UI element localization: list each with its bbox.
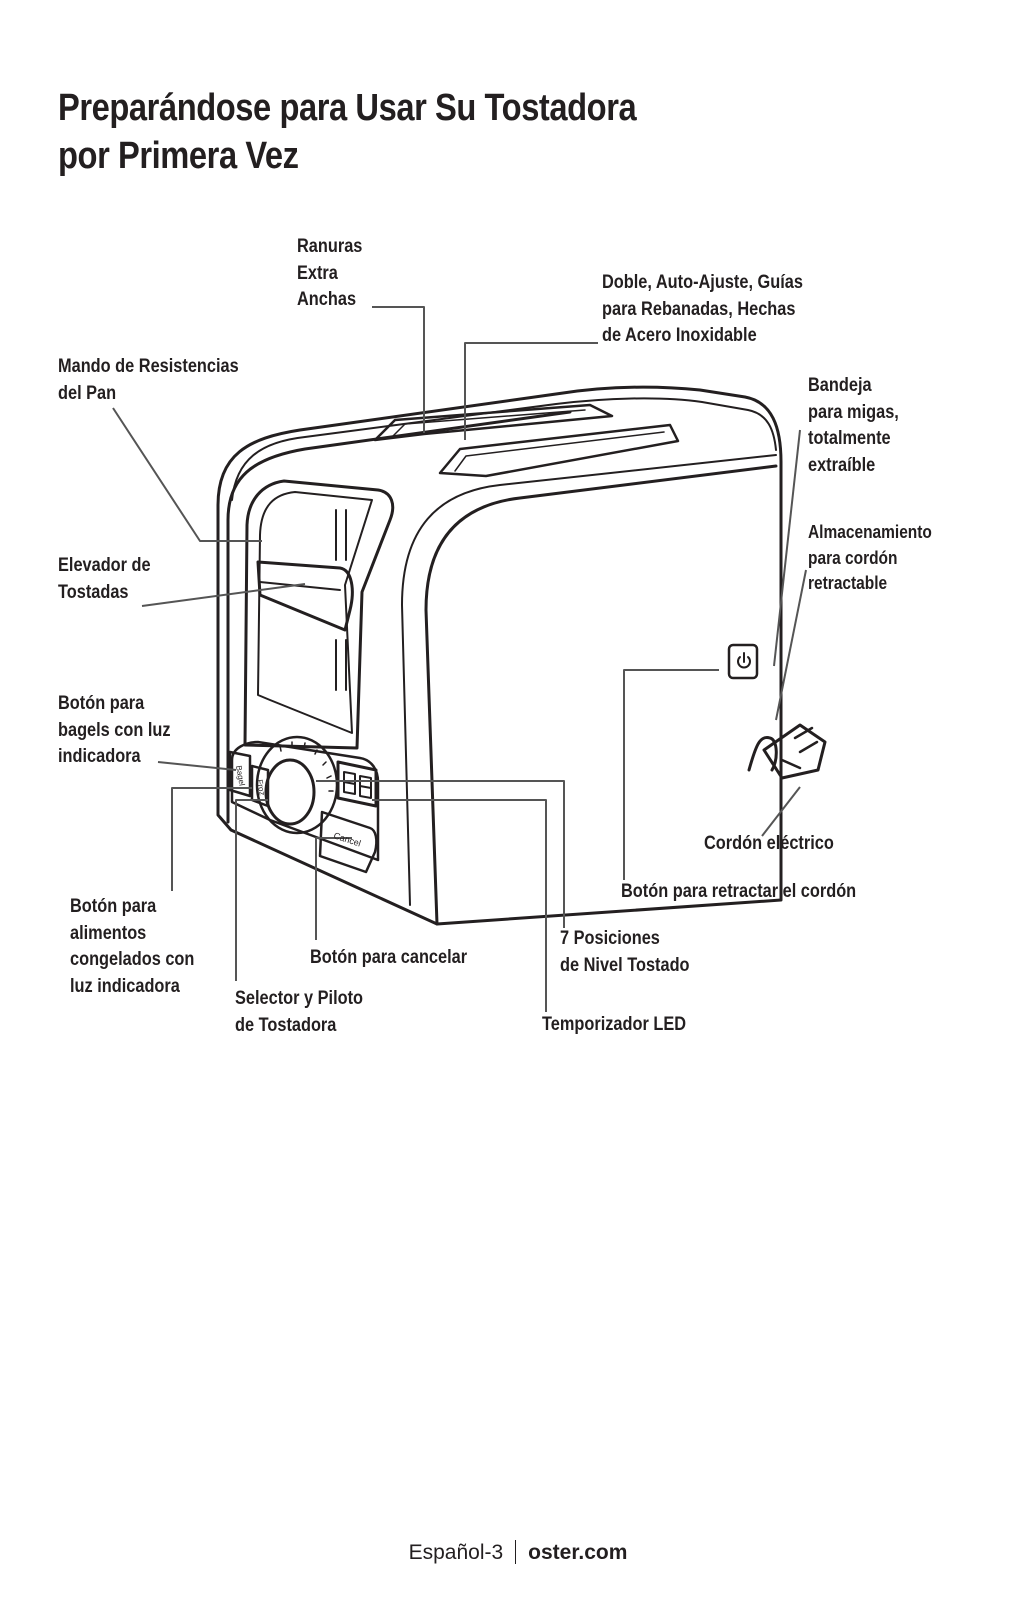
leader-bagels [157, 761, 237, 771]
toaster-top-rim [231, 397, 777, 501]
label-line: para cordón [808, 547, 898, 568]
page-number: Español-3 [408, 1541, 504, 1564]
label-congelados: Botón para alimentos congelados con luz … [70, 894, 194, 1000]
leader-temporizador [372, 799, 547, 1012]
label-cancelar: Botón para cancelar [310, 945, 467, 972]
window-frame [243, 479, 395, 750]
toaster-body-outline [216, 385, 783, 926]
label-line: Almacenamiento [808, 522, 932, 542]
leader-elevador [141, 583, 306, 607]
bread-slot-2 [438, 423, 680, 478]
label-line: Botón para retractar el cordón [621, 881, 857, 902]
label-elevador: Elevador de Tostadas [58, 553, 151, 606]
label-line: totalmente [808, 428, 891, 449]
leader-mando [112, 407, 262, 542]
led-timer-display [336, 760, 378, 808]
lever [256, 560, 354, 632]
label-line: Botón para cancelar [310, 947, 468, 968]
label-line: Anchas [297, 289, 357, 310]
label-line: Temporizador LED [542, 1014, 687, 1035]
window-inner [257, 491, 373, 734]
bread-slot-1-inner [392, 409, 586, 437]
leader-cancelar [315, 837, 352, 940]
leader-selector [235, 799, 268, 981]
label-guias: Doble, Auto-Ajuste, Guías para Rebanadas… [602, 270, 803, 350]
website-link[interactable]: oster.com [528, 1541, 628, 1564]
side-panel-inner-edge [401, 454, 777, 906]
cord-retract-button [727, 643, 759, 680]
label-line: de Acero Inoxidable [602, 325, 757, 346]
label-line: Tostadas [58, 581, 129, 603]
label-line: extraíble [808, 454, 876, 476]
side-panel-edge [424, 464, 778, 926]
leader-congelados [171, 787, 252, 891]
label-line: Elevador de [58, 555, 151, 576]
label-posiciones: 7 Posiciones de Nivel Tostado [560, 926, 690, 979]
leader-ranuras [372, 306, 425, 433]
label-mando: Mando de Resistencias del Pan [58, 354, 239, 407]
label-bandeja: Bandeja para migas, totalmente extraíble [808, 373, 899, 479]
label-line: Extra [297, 262, 338, 284]
frozen-button-label: Froz [255, 779, 267, 796]
leader-cordon [761, 786, 801, 837]
power-plug [762, 723, 827, 780]
leader-almacenamiento [775, 569, 807, 721]
leader-guias [464, 342, 598, 440]
label-line: 7 Posiciones [560, 928, 660, 949]
bread-guide [335, 509, 347, 691]
bagel-button-label: Bagel [234, 765, 246, 787]
label-line: para migas, [808, 401, 899, 423]
label-line: luz indicadora [70, 975, 180, 997]
label-ranuras: Ranuras Extra Anchas [297, 234, 362, 314]
leader-bandeja [773, 429, 801, 667]
label-line: Doble, Auto-Ajuste, Guías [602, 272, 803, 293]
label-line: Botón para [70, 896, 157, 917]
label-selector: Selector y Piloto de Tostadora [235, 986, 363, 1039]
label-line: retractable [808, 573, 888, 593]
bagel-button [228, 750, 252, 798]
label-line: bagels con luz [58, 719, 171, 741]
label-line: Ranuras [297, 236, 363, 257]
led-segments [343, 771, 372, 799]
label-cordon: Cordón eléctrico [704, 831, 834, 858]
dial-ticks [279, 741, 334, 792]
label-retractar: Botón para retractar el cordón [621, 879, 856, 906]
label-line: Selector y Piloto [235, 988, 364, 1009]
page-title-line-1: Preparándose para Usar Su Tostadora [58, 87, 637, 129]
label-almacenamiento: Almacenamiento para cordón retractable [808, 520, 932, 597]
page-title-line-2: por Primera Vez [58, 135, 299, 177]
label-line: Mando de Resistencias [58, 356, 239, 377]
label-line: alimentos [70, 922, 147, 944]
page-footer: Español-3 oster.com [0, 1540, 1036, 1565]
footer-divider [515, 1540, 517, 1564]
label-line: de Tostadora [235, 1014, 337, 1036]
label-bagels: Botón para bagels con luz indicadora [58, 691, 171, 771]
leader-posiciones [316, 780, 565, 928]
label-line: de Nivel Tostado [560, 954, 690, 976]
leader-lines [112, 306, 807, 1012]
page-title: Preparándose para Usar Su Tostadora por … [58, 84, 637, 180]
label-line: Botón para [58, 693, 145, 714]
leader-retractar [623, 669, 719, 880]
selector-dial-knob [264, 758, 316, 826]
label-line: del Pan [58, 382, 117, 404]
plug-prongs [780, 726, 819, 770]
front-panel-edge [226, 410, 572, 824]
power-icon [737, 652, 751, 669]
power-cord [747, 736, 778, 772]
label-line: congelados con [70, 949, 195, 970]
label-line: Cordón eléctrico [704, 833, 834, 854]
label-line: Bandeja [808, 375, 872, 396]
label-line: indicadora [58, 746, 141, 767]
cancel-button [318, 810, 378, 874]
lever-edge [259, 581, 341, 591]
toaster-illustration [216, 385, 827, 926]
bread-slot-2-inner [454, 431, 665, 472]
label-line: para Rebanadas, Hechas [602, 298, 796, 320]
label-temporizador: Temporizador LED [542, 1012, 686, 1039]
